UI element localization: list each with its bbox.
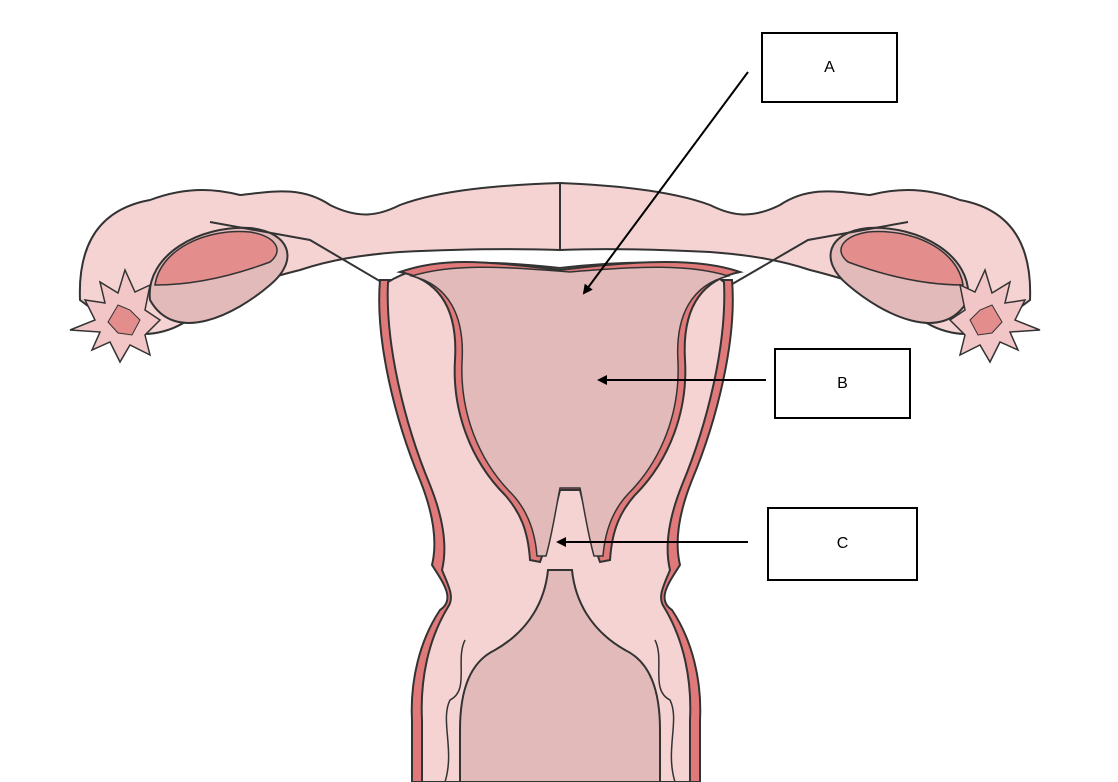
right-fimbriae-inner <box>969 304 1003 336</box>
uterine-cavity <box>409 266 731 557</box>
arrow-a <box>582 71 749 295</box>
vaginal-fold-right <box>654 639 676 782</box>
label-box-b: B <box>774 348 911 419</box>
right-ovary-highlight <box>840 230 964 286</box>
label-b-text: B <box>837 374 848 392</box>
left-fimbriae-inner <box>107 304 141 336</box>
vaginal-fold-left <box>444 639 466 782</box>
label-box-a: A <box>761 32 898 103</box>
right-ligament <box>721 221 909 291</box>
left-ligament <box>209 221 396 291</box>
label-box-c: C <box>767 507 918 581</box>
label-c-text: C <box>836 535 849 552</box>
left-ovary-highlight <box>154 230 278 286</box>
label-a-text: A <box>824 58 835 76</box>
cervix <box>459 569 661 782</box>
